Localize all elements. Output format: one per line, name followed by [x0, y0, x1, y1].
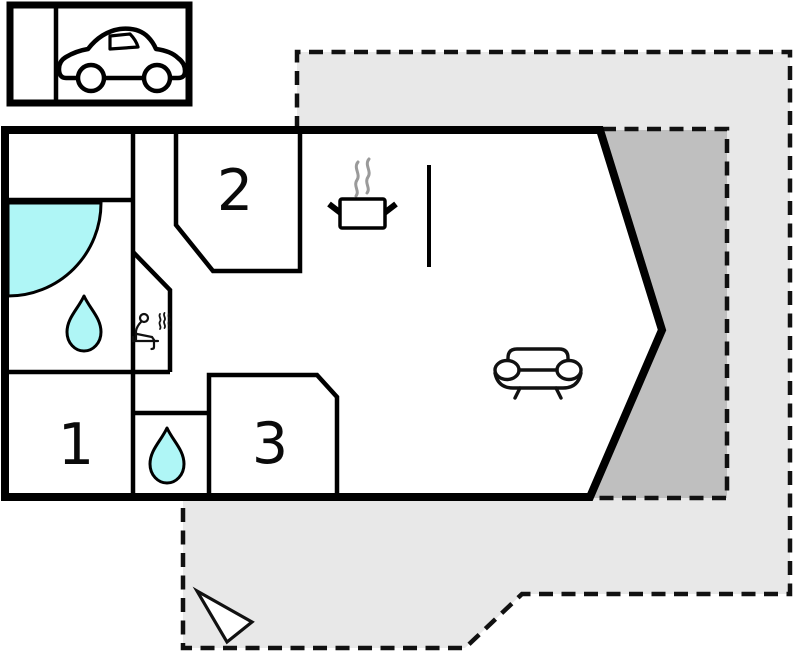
- wall-sauna: [131, 250, 173, 372]
- sauna-steam-3: [167, 313, 171, 330]
- sofa-leg-left: [513, 386, 522, 400]
- wall-room2: [173, 130, 303, 274]
- sauna-person-head: [138, 312, 150, 324]
- sauna-person-body: [134, 320, 143, 342]
- sofa-back: [506, 347, 570, 372]
- car-wheel-front: [141, 62, 173, 94]
- sofa-arm-right: [555, 358, 583, 382]
- wall-room3: [206, 372, 340, 497]
- sauna-bench: [131, 335, 160, 343]
- shower-quarter-circle-icon: [6, 201, 103, 298]
- steam-icon: [354, 157, 371, 198]
- sauna-person-steam-icon: [131, 312, 171, 351]
- car-icon: [56, 26, 188, 94]
- sofa-body: [493, 371, 583, 390]
- sauna-steam-2: [163, 312, 166, 329]
- car-wheel-rear: [75, 62, 107, 94]
- steam-line-1: [354, 160, 360, 198]
- sofa-arm-left: [493, 358, 521, 382]
- car-window: [108, 32, 140, 51]
- room-1-label: 1: [58, 412, 94, 478]
- steam-line-2: [365, 157, 371, 195]
- pot-body: [338, 197, 387, 230]
- sauna-steam-1: [158, 313, 162, 330]
- stove-pot-steam-icon: [327, 157, 398, 230]
- water-drop-icon-wc: [148, 426, 186, 485]
- carport: [6, 1, 193, 107]
- building-outline: [1, 126, 667, 501]
- water-drop-icon-bathroom: [65, 294, 103, 353]
- north-arrow-icon: [192, 586, 255, 645]
- terrace-outline-dashed: [180, 49, 793, 651]
- room-2-label: 2: [217, 158, 253, 224]
- room-3-label: 3: [252, 411, 288, 477]
- sofa-icon: [493, 347, 583, 400]
- sofa-leg-right: [554, 386, 563, 400]
- interior-walls: [5, 130, 431, 497]
